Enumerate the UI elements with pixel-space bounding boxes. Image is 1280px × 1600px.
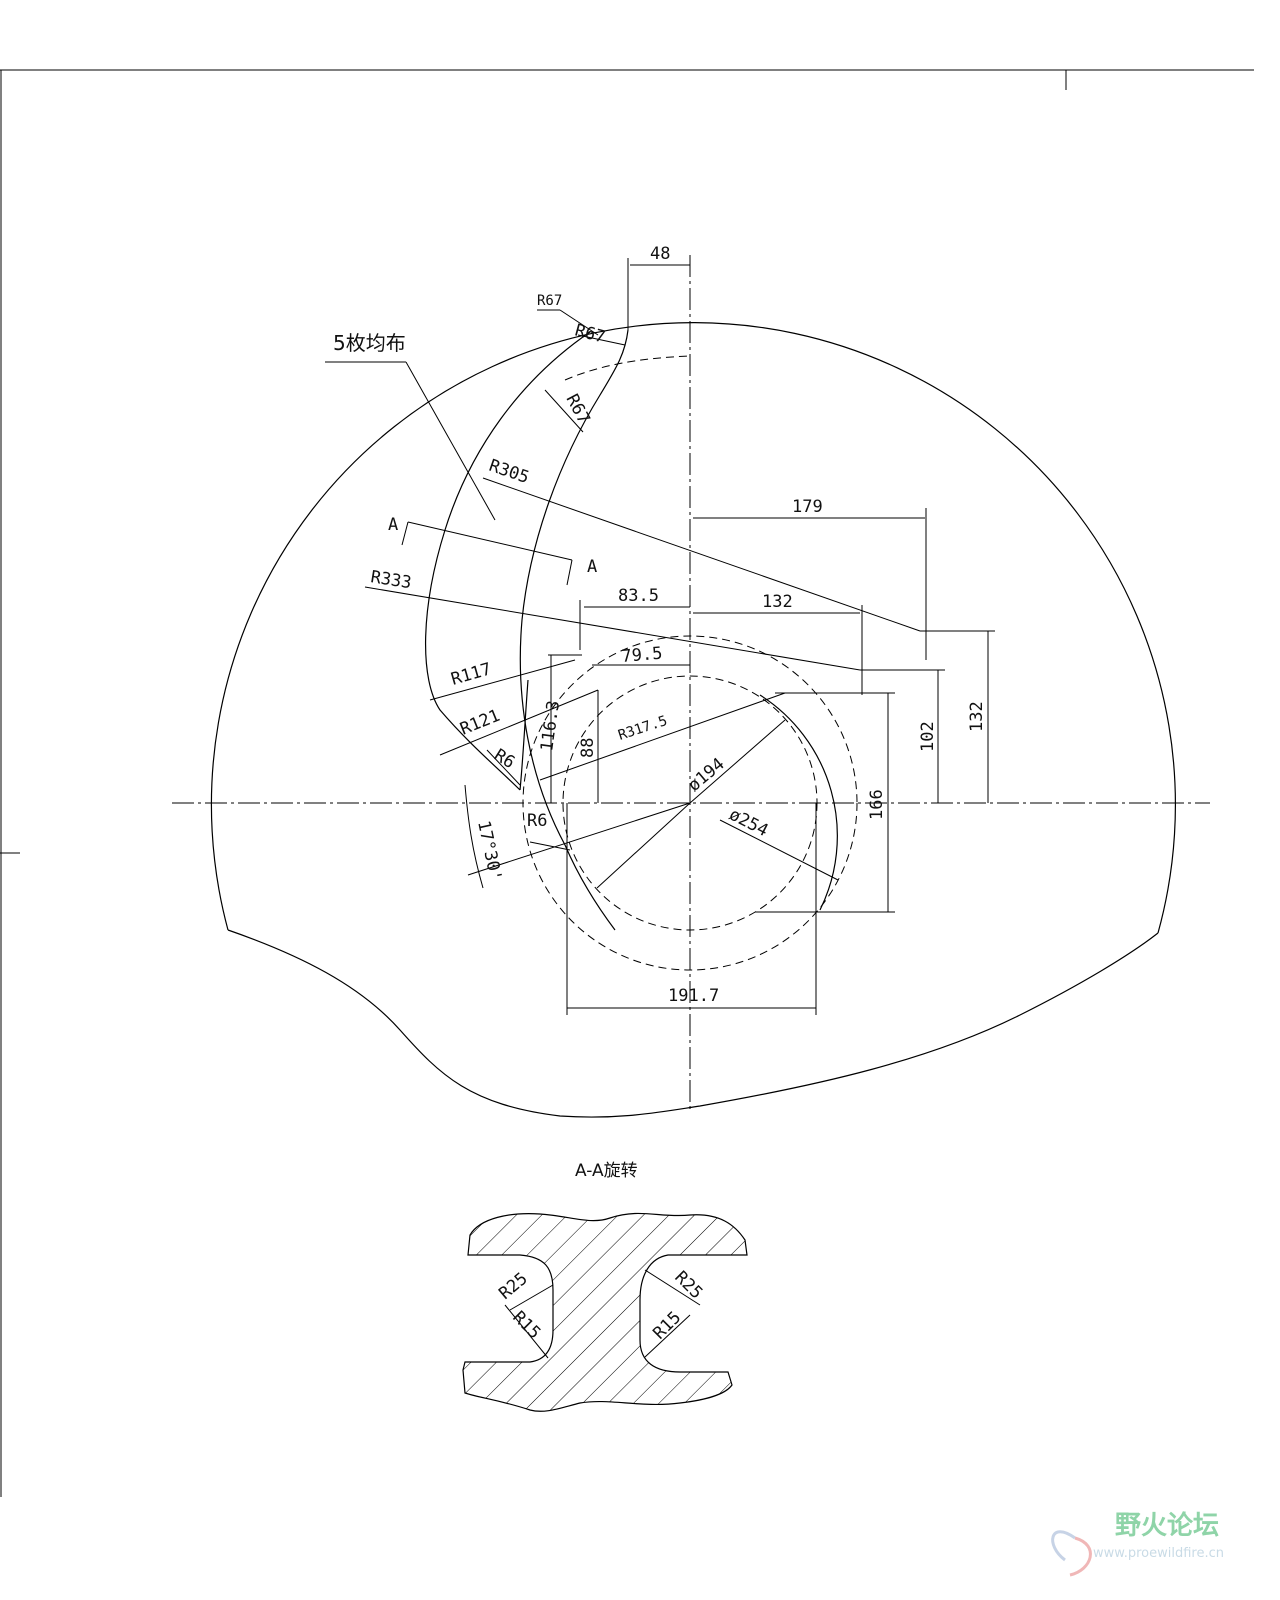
section-dim-r15-right: R15	[649, 1308, 685, 1344]
dim-132-v: 132	[967, 701, 987, 732]
section-dim-r25-left: R25	[495, 1269, 531, 1304]
dim-r67-mid: R67	[573, 321, 608, 348]
dim-angle: 17°30'	[473, 819, 505, 883]
butterfly-logo-icon	[1051, 1530, 1092, 1577]
dim-79-5: 79.5	[621, 643, 664, 666]
dim-116-3: 116.3	[537, 699, 564, 752]
blade-profile	[425, 258, 691, 931]
dim-166: 166	[867, 789, 887, 820]
dim-48: 48	[650, 244, 670, 264]
blade-count-note: 5枚均布	[333, 331, 406, 355]
section-title: A-A旋转	[575, 1161, 638, 1181]
watermark-title: 野火论坛	[1115, 1511, 1219, 1541]
drawing-frame	[0, 69, 1254, 1497]
section-view-a-a: A-A旋转 R25 R15 R25 R15	[462, 1161, 748, 1412]
dim-191-7: 191.7	[668, 986, 719, 1006]
watermark: 野火论坛 www.proewildfire.cn	[1051, 1511, 1224, 1577]
dim-102: 102	[918, 721, 938, 752]
dim-132-h: 132	[762, 592, 793, 612]
section-dim-r25-right: R25	[670, 1267, 706, 1303]
dim-r117: R117	[449, 659, 494, 690]
dim-r121: R121	[457, 706, 502, 740]
dim-r6-b: R6	[527, 811, 547, 831]
dim-dia254: ø254	[726, 805, 772, 841]
hub-circles	[522, 635, 858, 971]
dim-dia194: ø194	[684, 754, 728, 796]
dim-179: 179	[792, 497, 823, 517]
dim-88: 88	[578, 738, 598, 758]
section-mark-a2: A	[587, 557, 597, 577]
dim-r67-top: R67	[537, 293, 562, 309]
section-mark-a1: A	[388, 515, 398, 535]
dim-83-5: 83.5	[618, 586, 659, 606]
dim-r6-a: R6	[490, 745, 518, 773]
section-dim-r15-left: R15	[508, 1307, 544, 1343]
center-lines	[172, 255, 1210, 1110]
dimension-lines	[325, 264, 995, 1015]
outer-profile	[210, 322, 1177, 1118]
watermark-url: www.proewildfire.cn	[1093, 1546, 1224, 1561]
dim-r67-low: R67	[562, 391, 594, 428]
dim-r317-5: R317.5	[616, 713, 669, 744]
dim-r305: R305	[486, 456, 531, 488]
dim-r333: R333	[369, 567, 413, 593]
